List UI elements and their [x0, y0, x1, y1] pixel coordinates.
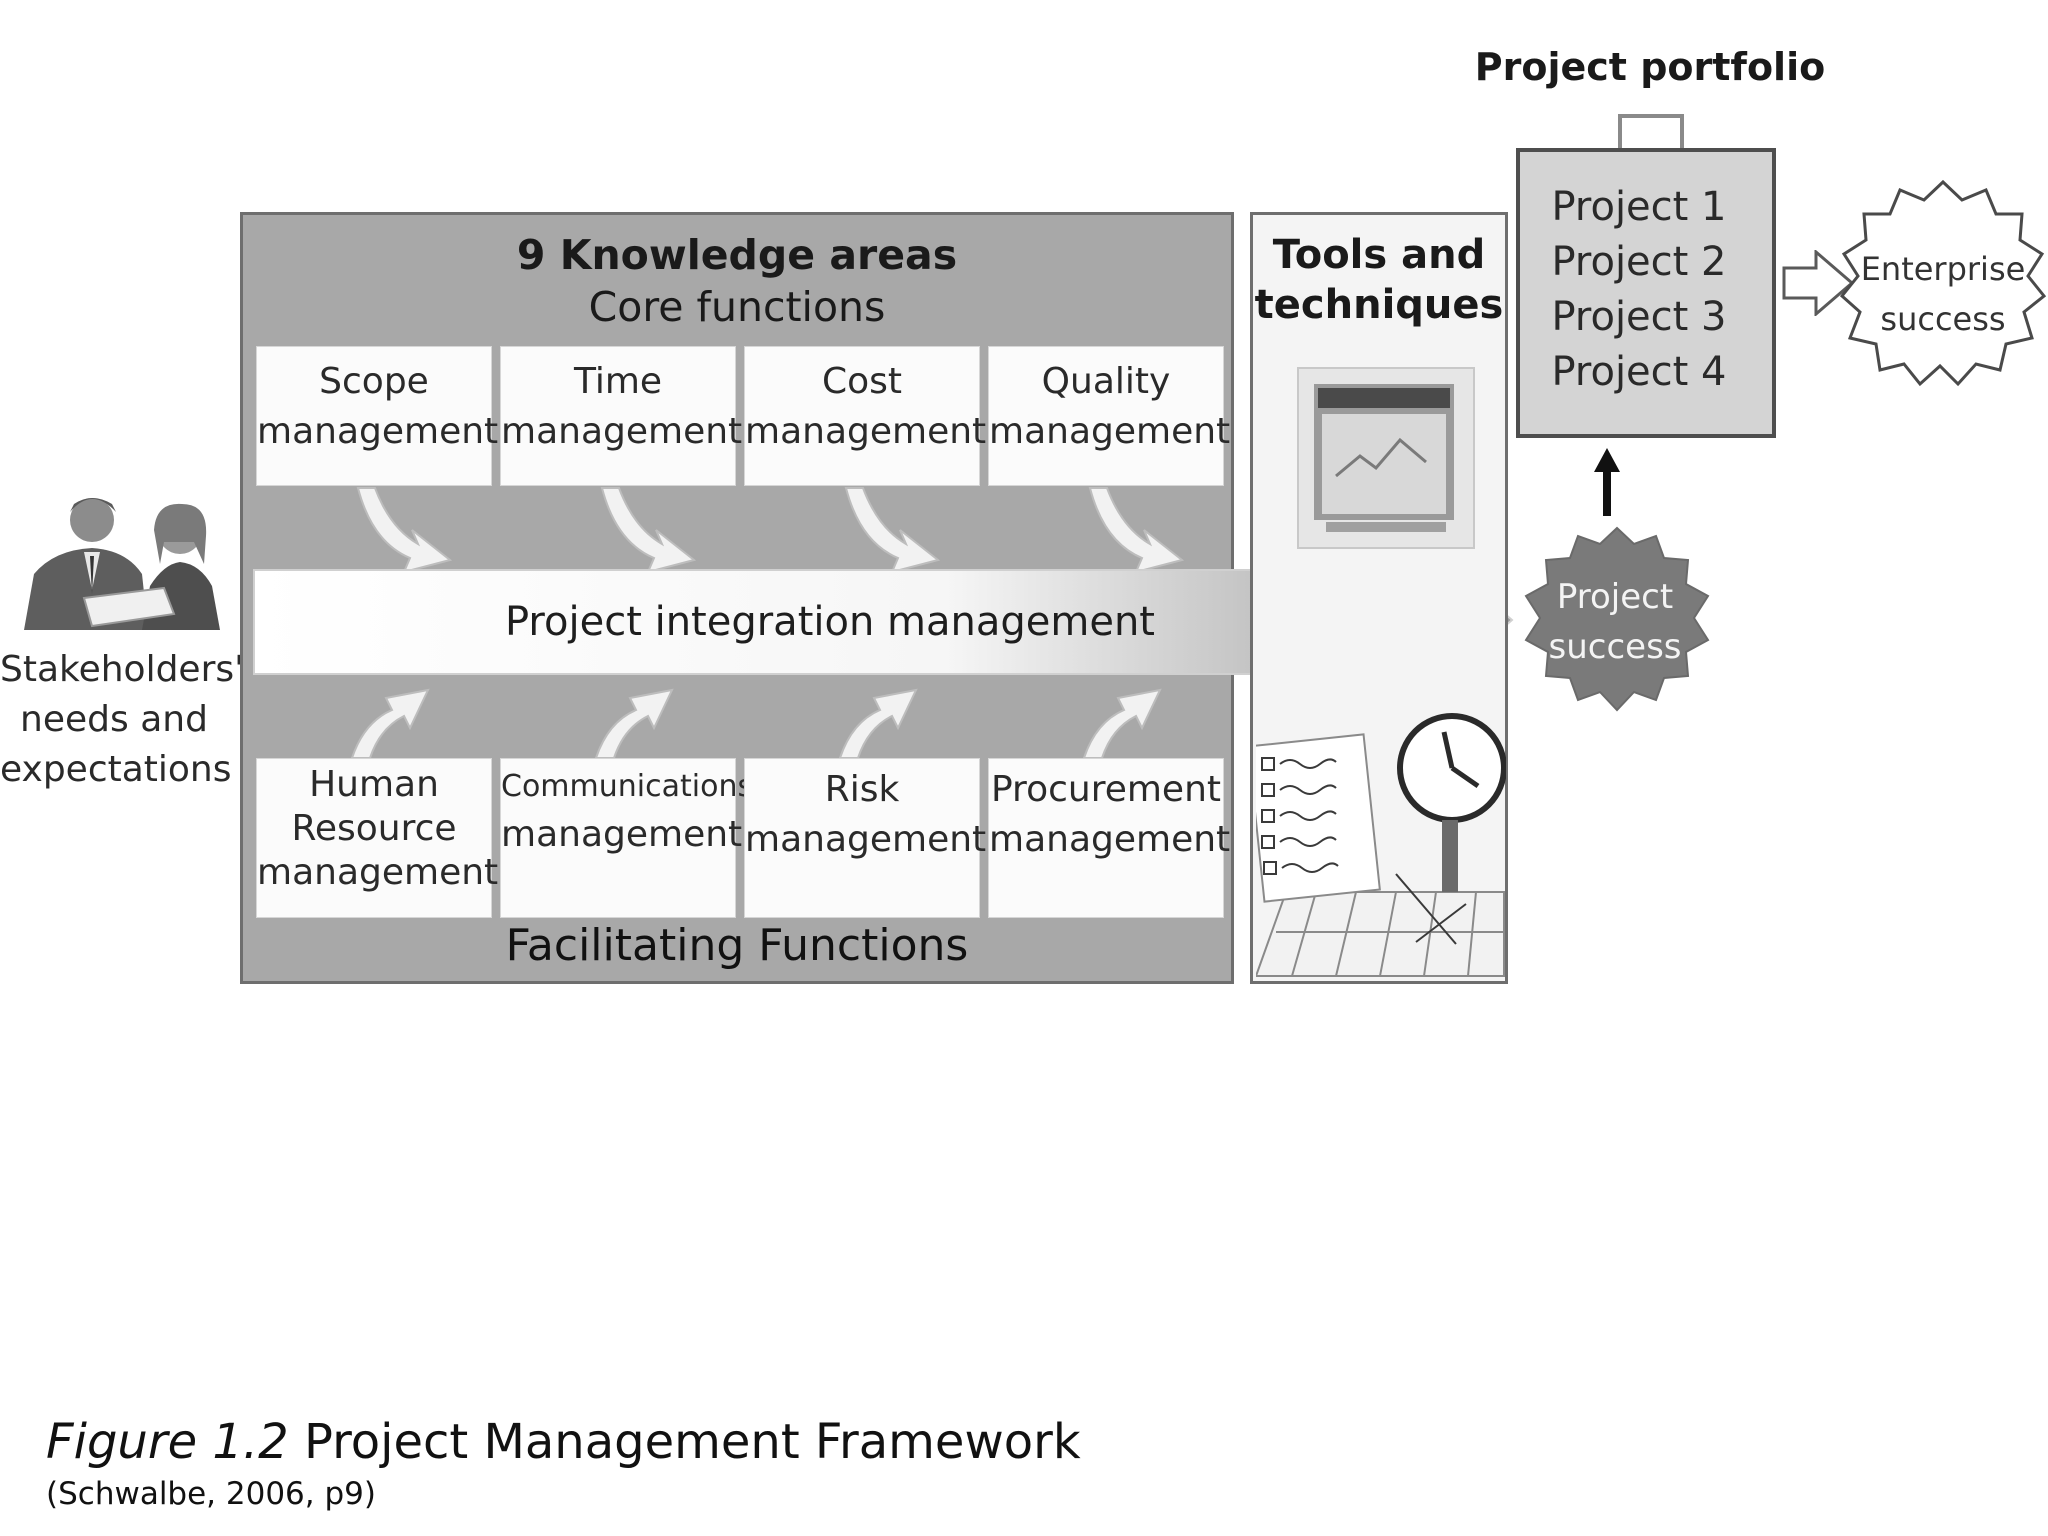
tools-label-line: techniques [1254, 282, 1504, 328]
arrow-up-icon [1594, 448, 1620, 516]
box-label-line: Procurement [990, 769, 1222, 810]
project-success-label: Project success [1520, 572, 1710, 672]
box-label-line: management [989, 819, 1231, 860]
arrow-right-icon [1782, 250, 1855, 316]
cost-management-box: Cost management [744, 346, 987, 486]
project-item: Project 1 [1551, 184, 1727, 230]
quality-management-box: Quality management [988, 346, 1231, 486]
communications-management-box: Communications management [500, 758, 754, 918]
box-label-line: Quality [1041, 361, 1171, 402]
enterprise-success-starburst [1840, 179, 2046, 387]
box-label-line: Human [309, 764, 439, 805]
enterprise-success-line: Enterprise [1860, 250, 2026, 288]
curved-arrow-up-icon [1082, 688, 1162, 759]
box-label-line: management [989, 411, 1231, 452]
enterprise-success-line: success [1880, 300, 2006, 338]
box-label-line: Scope [319, 361, 429, 402]
box-label-line: management [745, 819, 987, 860]
box-label-line: Resource [291, 808, 457, 849]
tools-techniques-label: Tools and techniques [1250, 230, 1508, 330]
figure-caption: Figure 1.2 Project Management Framework [46, 1410, 1081, 1474]
project-portfolio-title: Project portfolio [1474, 45, 1826, 89]
scope-management-box: Scope management [256, 346, 499, 486]
curved-arrow-up-icon [838, 688, 918, 759]
stakeholders-people-icon [24, 498, 220, 630]
curved-arrow-up-icon [594, 688, 674, 759]
box-label-line: management [257, 411, 499, 452]
knowledge-areas-subtitle: Core functions [588, 283, 886, 331]
project-success-line: success [1548, 627, 1682, 667]
box-label-line: Time [573, 361, 663, 402]
box-label-line: Communications [501, 769, 754, 804]
time-management-box: Time management [500, 346, 743, 486]
project-item: Project 2 [1551, 239, 1727, 285]
project-list: Project 1 Project 2 Project 3 Project 4 [1516, 180, 1762, 400]
box-label-line: management [501, 411, 743, 452]
figure-title: Project Management Framework [303, 1414, 1081, 1470]
checklist-clock-icon [1256, 713, 1506, 977]
risk-management-box: Risk management [744, 758, 987, 918]
curved-arrow-up-icon [350, 688, 430, 759]
briefcase-icon [1516, 148, 1776, 438]
human-resource-management-box: Human Resource management [256, 758, 499, 918]
box-label-line: Cost [821, 361, 903, 402]
project-success-line: Project [1556, 577, 1674, 617]
box-label-line: management [257, 852, 499, 893]
project-item: Project 3 [1551, 294, 1727, 340]
procurement-management-box: Procurement management [988, 758, 1231, 918]
figure-label: Figure 1.2 [46, 1414, 289, 1470]
knowledge-areas-title: 9 Knowledge areas [516, 231, 958, 279]
stakeholders-label: Stakeholders' needs and expectations [0, 645, 245, 795]
enterprise-success-label: Enterprise success [1838, 244, 2048, 344]
project-integration-label: Project integration management [505, 599, 1155, 645]
project-item: Project 4 [1551, 349, 1727, 395]
box-label-line: management [501, 814, 743, 855]
facilitating-functions-label: Facilitating Functions [505, 920, 969, 971]
stakeholders-label-line: expectations [0, 749, 232, 790]
computer-monitor-icon [1297, 367, 1475, 549]
box-label-line: Risk [824, 769, 900, 810]
briefcase-handle-icon [1618, 114, 1684, 148]
box-label-line: management [745, 411, 987, 452]
tools-label-line: Tools and [1272, 232, 1486, 278]
stakeholders-label-line: Stakeholders' [0, 649, 245, 690]
figure-citation: (Schwalbe, 2006, p9) [46, 1476, 376, 1512]
stakeholders-label-line: needs and [20, 699, 208, 740]
facilitating-to-integration-arrows [350, 688, 1162, 759]
project-success-starburst [1524, 526, 1710, 712]
